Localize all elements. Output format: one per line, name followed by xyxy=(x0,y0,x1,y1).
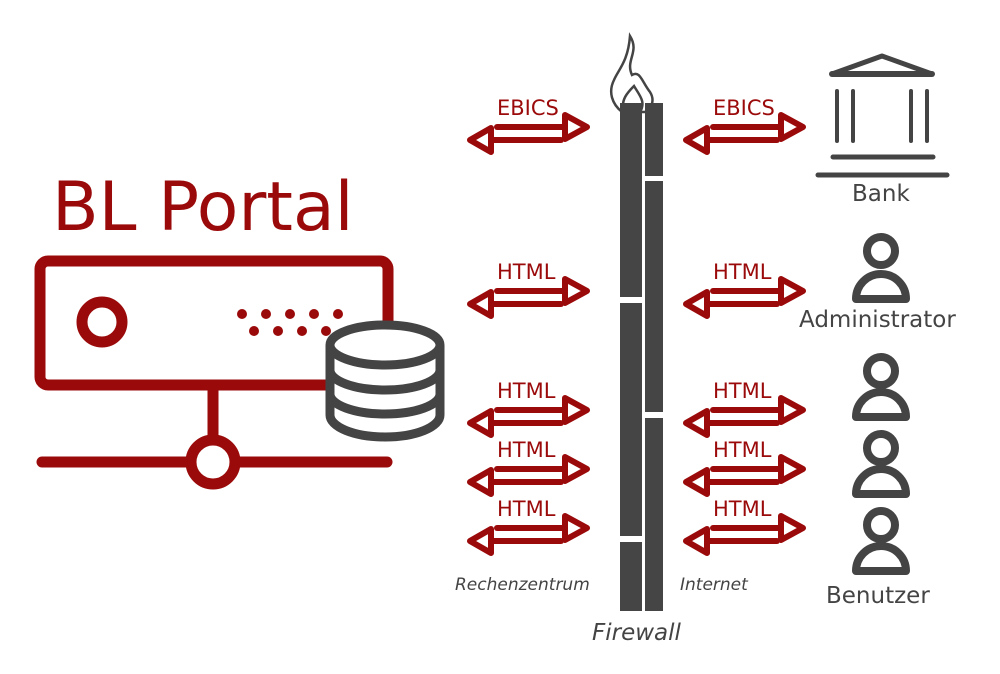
zone-datacenter-label: Rechenzentrum xyxy=(455,575,590,595)
arrow-head-left xyxy=(683,467,710,497)
portal-title: BL Portal xyxy=(52,168,354,247)
bidirectional-arrow-icon xyxy=(683,112,806,155)
arrows-left-group xyxy=(467,112,590,556)
server-power-led xyxy=(76,296,128,348)
protocol-label-left: HTML xyxy=(497,260,556,284)
user-icon xyxy=(852,233,910,303)
arrow-head-right xyxy=(562,513,590,543)
bidirectional-arrow-icon xyxy=(467,395,590,438)
bidirectional-arrow-icon xyxy=(467,276,590,319)
bidirectional-arrow-icon xyxy=(683,454,806,497)
server-vent-dots xyxy=(237,309,343,336)
network-node xyxy=(185,434,241,490)
user-icon xyxy=(852,507,910,575)
arrow-head-right xyxy=(562,454,590,484)
firewall-label: Firewall xyxy=(592,620,681,646)
zone-internet-label: Internet xyxy=(680,575,748,595)
protocol-label-right: EBICS xyxy=(713,96,775,120)
arrow-head-left xyxy=(467,526,494,556)
arrow-head-left xyxy=(683,289,710,319)
protocol-label-left: HTML xyxy=(497,379,556,403)
bidirectional-arrow-icon xyxy=(683,395,806,438)
bidirectional-arrow-icon xyxy=(467,454,590,497)
arrow-head-right xyxy=(778,395,806,425)
bank-icon xyxy=(815,53,950,178)
protocol-label-left: HTML xyxy=(497,497,556,521)
arrow-head-right xyxy=(778,513,806,543)
arrow-head-right xyxy=(778,276,806,306)
bidirectional-arrow-icon xyxy=(683,513,806,556)
users-label: Benutzer xyxy=(826,583,930,609)
arrow-head-left xyxy=(467,125,494,155)
protocol-label-left: EBICS xyxy=(497,96,559,120)
bidirectional-arrow-icon xyxy=(683,276,806,319)
protocol-label-left: HTML xyxy=(497,438,556,462)
protocol-label-right: HTML xyxy=(713,260,772,284)
bank-label: Bank xyxy=(852,181,910,207)
flame-icon xyxy=(610,32,654,114)
users-icon xyxy=(852,353,910,575)
arrow-head-right xyxy=(778,454,806,484)
protocol-label-right: HTML xyxy=(713,438,772,462)
user-icon xyxy=(852,430,910,498)
database-icon xyxy=(325,320,445,442)
firewall-wall xyxy=(620,103,663,611)
arrow-head-right xyxy=(562,112,590,142)
user-icon xyxy=(852,353,910,421)
protocol-label-right: HTML xyxy=(713,379,772,403)
arrow-head-left xyxy=(467,289,494,319)
administrator-label: Administrator xyxy=(799,307,956,333)
arrows-right-group xyxy=(683,112,806,556)
arrow-head-left xyxy=(467,408,494,438)
bidirectional-arrow-icon xyxy=(467,112,590,155)
arrow-head-right xyxy=(562,276,590,306)
arrow-head-left xyxy=(683,408,710,438)
firewall-icon xyxy=(610,32,663,611)
protocol-label-right: HTML xyxy=(713,497,772,521)
arrow-head-left xyxy=(683,125,710,155)
arrow-head-left xyxy=(683,526,710,556)
arrow-head-left xyxy=(467,467,494,497)
bidirectional-arrow-icon xyxy=(467,513,590,556)
arrow-head-right xyxy=(778,112,806,142)
arrow-head-right xyxy=(562,395,590,425)
